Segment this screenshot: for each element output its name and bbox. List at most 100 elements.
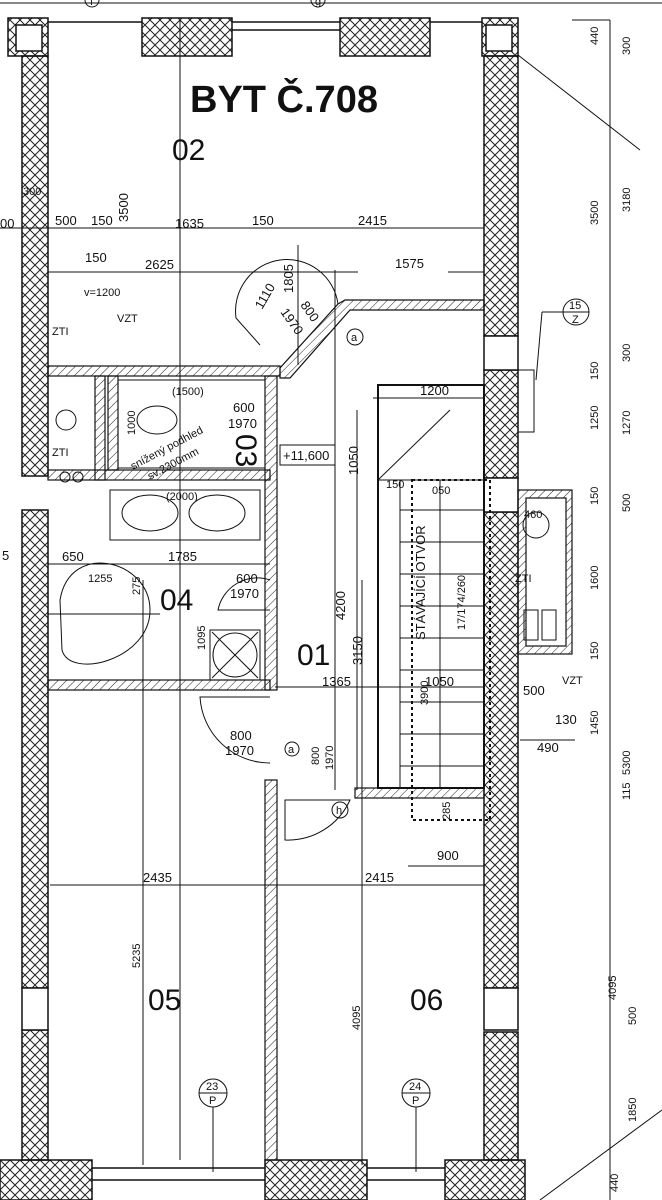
grid-marker-f <box>84 0 100 8</box>
plan-text: 050 <box>432 485 450 497</box>
grid-axes <box>0 0 662 8</box>
plan-text: 1450 <box>589 711 601 735</box>
plan-text: 150 <box>91 213 113 228</box>
plan-text: 115 <box>621 782 633 800</box>
doors <box>199 259 351 841</box>
plan-text: 1805 <box>281 264 296 293</box>
plan-text: P <box>209 1095 216 1107</box>
plan-text: 1785 <box>168 549 197 564</box>
plan-text: 4095 <box>607 976 619 1000</box>
plan-text: 440 <box>609 1174 621 1192</box>
plan-text: 1635 <box>175 216 204 231</box>
plan-text: 150 <box>589 487 601 505</box>
dimension-lines <box>0 19 662 1200</box>
plan-text: 490 <box>537 740 559 755</box>
plan-text: 3500 <box>116 193 131 222</box>
room-06-label: 06 <box>410 984 443 1017</box>
concrete-walls <box>0 17 526 1200</box>
plan-text: 600 <box>233 400 255 415</box>
plan-text: 23 <box>206 1081 218 1093</box>
plan-text: 4095 <box>351 1006 363 1030</box>
plan-text: 1270 <box>621 411 633 435</box>
dimension-labels: 500 150 3500 1635 150 2415 150 2625 1805… <box>0 186 577 1030</box>
plan-text: 1970 <box>230 586 259 601</box>
plan-text: a <box>351 332 358 344</box>
plan-text: ZTI <box>52 326 69 338</box>
plan-text: 3500 <box>589 201 601 225</box>
plan-text: VZT <box>117 313 138 325</box>
plan-text: 150 <box>252 213 274 228</box>
plan-text: 1970 <box>324 746 336 770</box>
plan-text: 130 <box>555 712 577 727</box>
plan-text: 650 <box>62 549 84 564</box>
plan-text: 440 <box>589 27 601 45</box>
plan-text: 1050 <box>425 674 454 689</box>
plan-text: 3150 <box>350 636 365 665</box>
plan-text: P <box>412 1095 419 1107</box>
plan-text: Z <box>572 314 579 326</box>
plan-text: 300 <box>621 37 633 55</box>
partition-walls <box>47 299 573 1161</box>
plan-text: 1575 <box>395 256 424 271</box>
room-05-label: 05 <box>148 984 181 1017</box>
plan-text: 150 <box>589 362 601 380</box>
plan-text: 150 <box>85 250 107 265</box>
plan-text: 5235 <box>131 944 143 968</box>
plan-text: 150 <box>386 479 404 491</box>
grid-marker-g <box>310 0 326 8</box>
plan-text: 275 <box>131 577 143 595</box>
plan-text: (1500) <box>172 386 204 398</box>
plan-text: 1200 <box>420 383 449 398</box>
plan-text: 500 <box>621 494 633 512</box>
callout-23-p: 23P <box>198 1078 228 1172</box>
plan-text: 500 <box>523 683 545 698</box>
plan-text: 2625 <box>145 257 174 272</box>
plan-text: 460 <box>524 509 542 521</box>
plan-text: 1970 <box>225 743 254 758</box>
plan-text: 300 <box>23 186 41 198</box>
stair-label: STÁVAJÍCÍ OTVOR <box>413 525 428 640</box>
plan-text: VZT <box>562 675 583 687</box>
plan-text: 1600 <box>589 566 601 590</box>
plan-text: 800 <box>310 747 322 765</box>
grid-f: f <box>90 0 94 8</box>
plan-text: 1110 <box>252 281 278 312</box>
room-02-label: 02 <box>172 134 205 167</box>
toilet-03 <box>136 405 178 435</box>
plan-text: 5300 <box>621 751 633 775</box>
right-dimension-labels: 440 300 3500 3180 150 300 1250 1270 150 … <box>589 27 639 1192</box>
plan-text: 150 <box>589 642 601 660</box>
fixtures <box>55 369 557 681</box>
plan-text: 00 <box>0 216 14 231</box>
plan-text: 500 <box>627 1007 639 1025</box>
plan-text: a <box>288 744 295 756</box>
plan-text: 1850 <box>627 1098 639 1122</box>
plan-text: 600 <box>236 571 258 586</box>
plan-text: 1970 <box>228 416 257 431</box>
plan-text: 1365 <box>322 674 351 689</box>
room-04-label: 04 <box>160 584 193 617</box>
plan-text: 1050 <box>346 446 361 475</box>
plan-text: 15 <box>569 300 581 312</box>
callout-24-p: 24P <box>401 1078 431 1172</box>
plan-text: 2435 <box>143 870 172 885</box>
plan-text: 1000 <box>126 411 138 435</box>
grid-g: g <box>315 0 321 8</box>
room-01-label: 01 <box>297 639 330 672</box>
level-marker: +11,600 <box>283 448 329 463</box>
corner-bathtub <box>59 562 151 665</box>
plan-text: h <box>336 805 342 817</box>
plan-text: 3180 <box>621 188 633 212</box>
plan-text: 900 <box>437 848 459 863</box>
staircase <box>377 384 491 821</box>
plan-text: ZTI <box>52 447 69 459</box>
plan-text: 2415 <box>358 213 387 228</box>
plan-text: 1255 <box>88 573 112 585</box>
plan-text: 1250 <box>589 406 601 430</box>
stair-spec: 17/174/260 <box>456 575 468 630</box>
plan-text: 3900 <box>419 681 431 705</box>
plan-text: 500 <box>55 213 77 228</box>
plan-text: 1095 <box>196 626 208 650</box>
washing-machine <box>209 629 261 681</box>
